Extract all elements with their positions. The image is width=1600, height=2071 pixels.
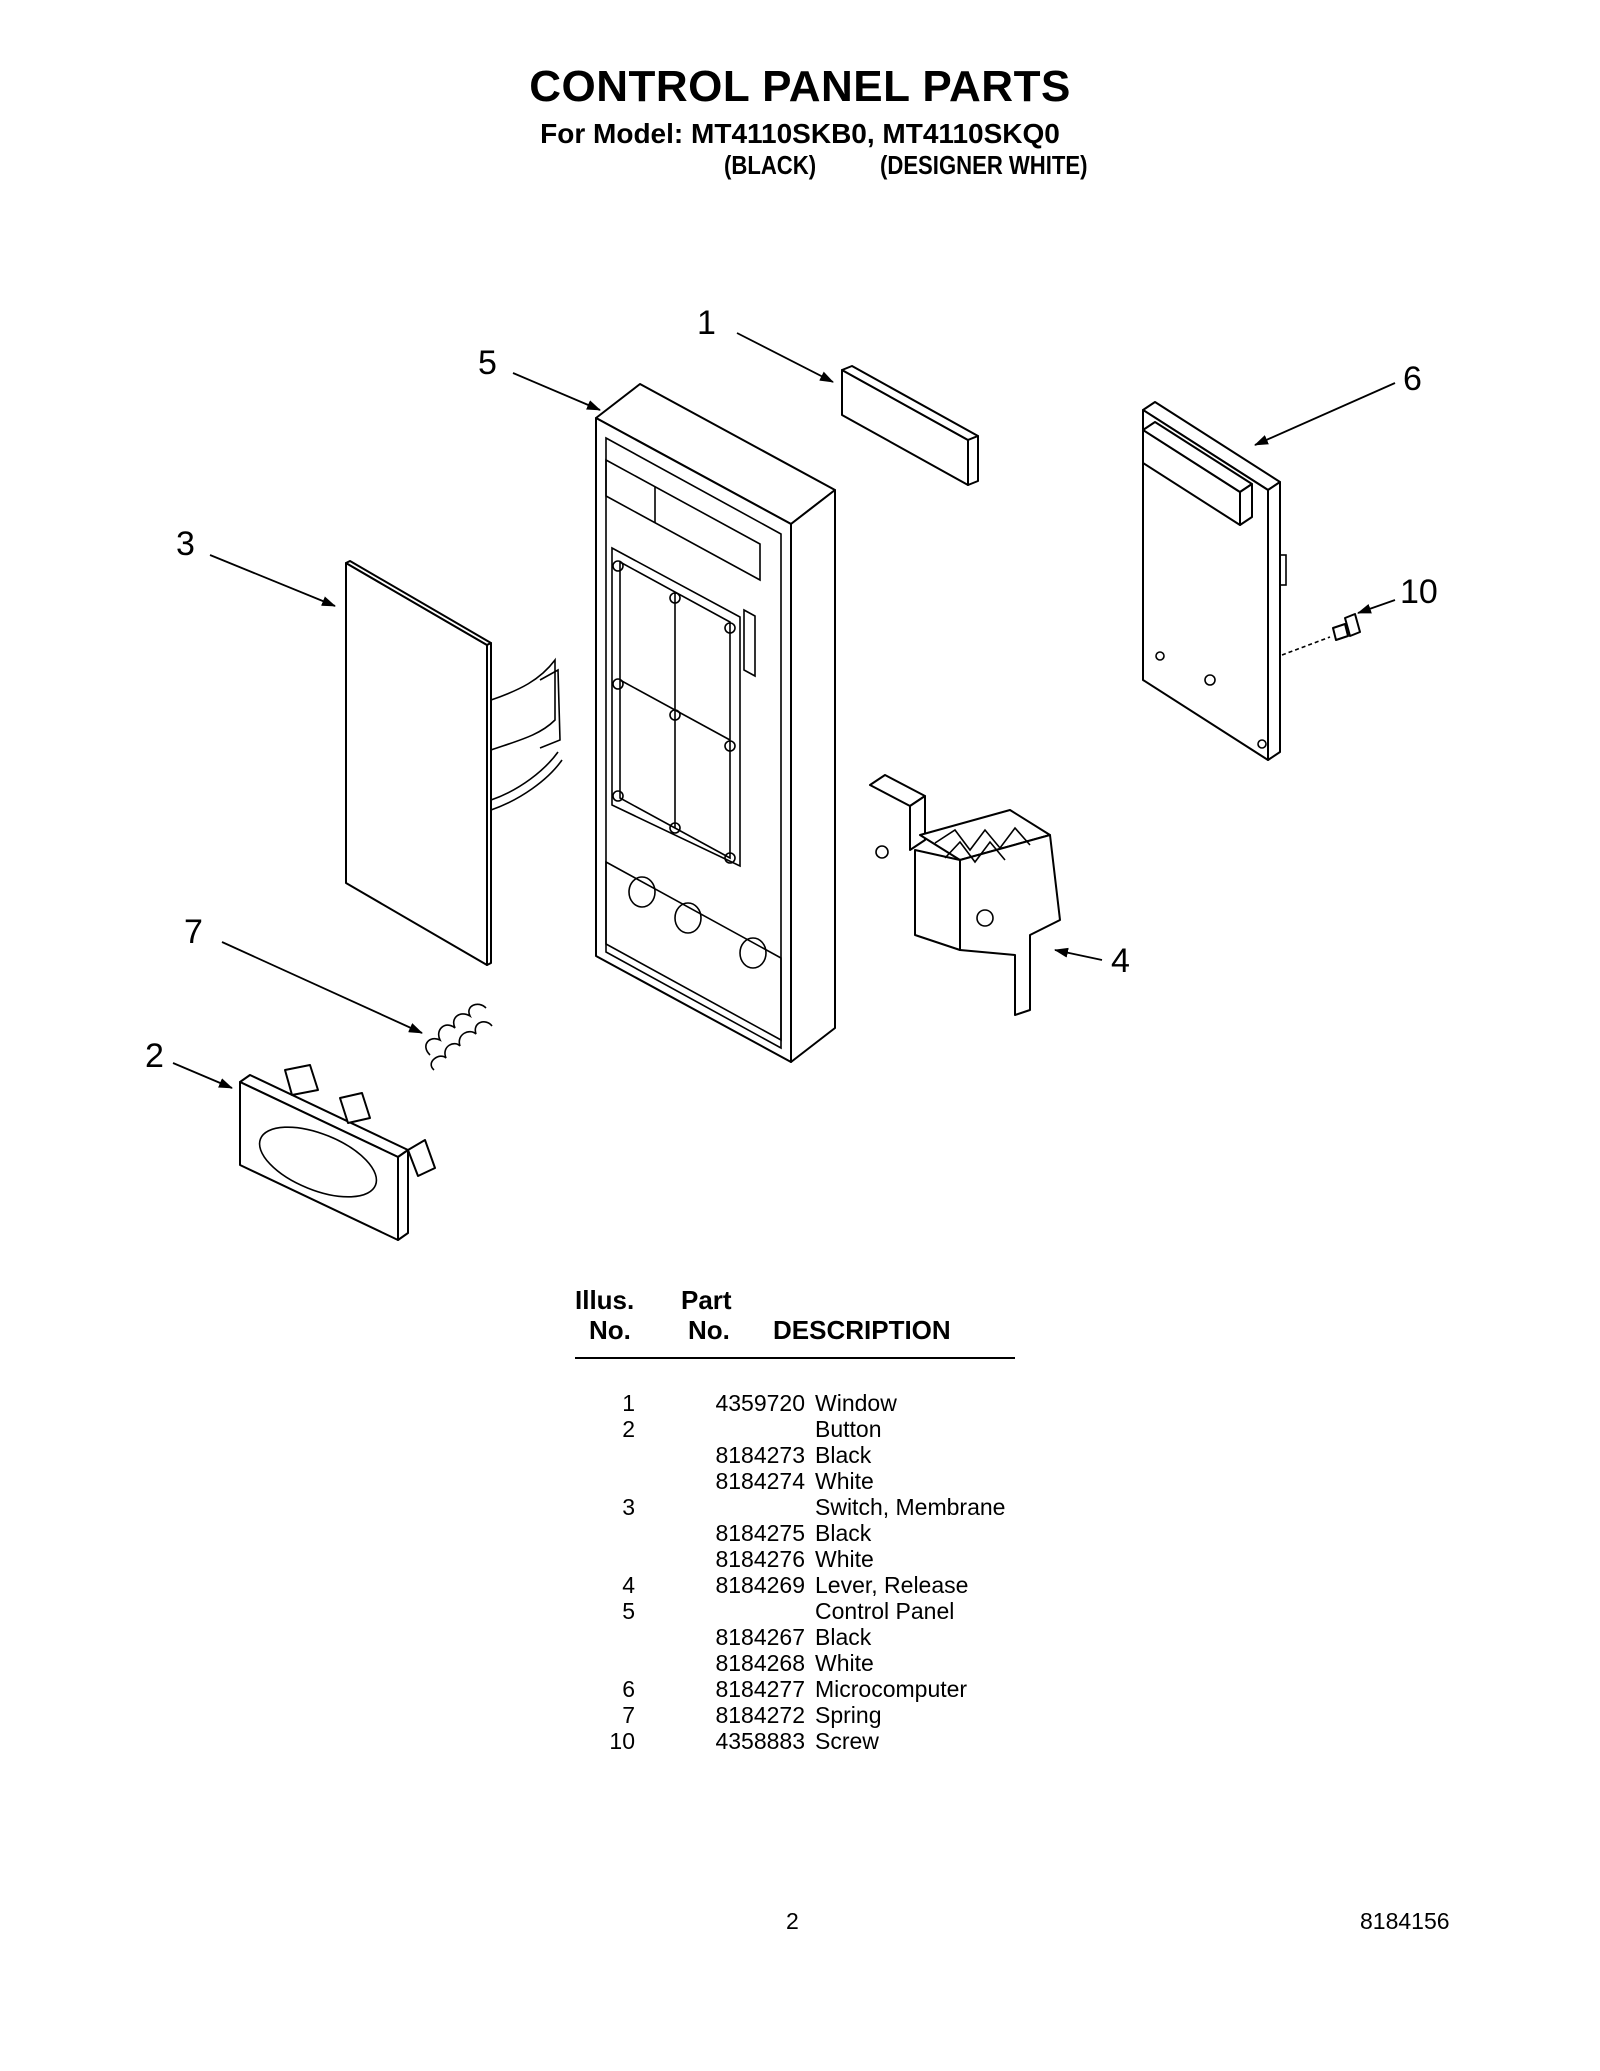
table-row: 8184275 Black — [575, 1520, 1015, 1546]
illus-cell: 6 — [622, 1676, 635, 1702]
desc-cell: Black — [815, 1520, 872, 1546]
illus-cell: 10 — [609, 1728, 635, 1754]
desc-cell: Control Panel — [815, 1598, 955, 1624]
document-number: 8184156 — [1360, 1908, 1450, 1934]
table-row: 4 8184269 Lever, Release — [575, 1572, 1015, 1598]
table-row: 5 Control Panel — [575, 1598, 1015, 1624]
part-cell: 8184272 — [715, 1702, 805, 1728]
table-row: 10 4358883 Screw — [575, 1728, 1015, 1754]
window-part — [841, 365, 979, 486]
release-lever-part — [869, 774, 1061, 1016]
table-row: 8184268 White — [575, 1650, 1015, 1676]
part-cell: 8184277 — [715, 1676, 805, 1702]
illus-cell: 1 — [622, 1390, 635, 1416]
desc-cell: Button — [815, 1416, 882, 1442]
callout-10: 10 — [1400, 573, 1438, 611]
desc-cell: Black — [815, 1624, 872, 1650]
table-row: 8184274 White — [575, 1468, 1015, 1494]
table-row: 2 Button — [575, 1416, 1015, 1442]
table-row: 7 8184272 Spring — [575, 1702, 1015, 1728]
spring-part — [425, 1003, 493, 1071]
table-row: 3 Switch, Membrane — [575, 1494, 1015, 1520]
desc-cell: Switch, Membrane — [815, 1494, 1006, 1520]
microcomputer-part — [1142, 401, 1287, 761]
part-cell: 8184274 — [715, 1468, 805, 1494]
desc-cell: White — [815, 1650, 874, 1676]
illus-cell: 5 — [622, 1598, 635, 1624]
callout-6: 6 — [1403, 360, 1422, 398]
part-cell: 8184276 — [715, 1546, 805, 1572]
part-cell: 8184268 — [715, 1650, 805, 1676]
page-number: 2 — [786, 1908, 799, 1934]
part-cell: 4358883 — [715, 1728, 805, 1754]
header-part-2: No. — [688, 1315, 730, 1345]
part-cell: 8184267 — [715, 1624, 805, 1650]
header-part-1: Part — [681, 1285, 732, 1315]
desc-cell: Black — [815, 1442, 872, 1468]
desc-cell: Window — [815, 1390, 897, 1416]
part-cell: 8184269 — [715, 1572, 805, 1598]
callout-2: 2 — [145, 1037, 164, 1075]
callout-5: 5 — [478, 344, 497, 382]
desc-cell: Screw — [815, 1728, 879, 1754]
model-black-label: (BLACK) — [724, 150, 817, 180]
callout-7: 7 — [184, 913, 203, 951]
page-title: CONTROL PANEL PARTS — [529, 62, 1071, 111]
part-cell: 4359720 — [715, 1390, 805, 1416]
model-subtitle: For Model: MT4110SKB0, MT4110SKQ0 — [540, 118, 1060, 149]
desc-cell: Lever, Release — [815, 1572, 969, 1598]
header-rule — [575, 1357, 1015, 1359]
screw-part — [1281, 613, 1361, 656]
exploded-parts-diagram: 1 5 6 3 10 7 4 2 — [145, 304, 1438, 1241]
control-panel-part — [595, 383, 836, 1063]
part-cell: 8184273 — [715, 1442, 805, 1468]
illus-cell: 7 — [622, 1702, 635, 1728]
part-cell: 8184275 — [715, 1520, 805, 1546]
callout-1: 1 — [697, 304, 716, 342]
header-illus-1: Illus. — [575, 1285, 635, 1315]
model-white-label: (DESIGNER WHITE) — [880, 150, 1088, 180]
illus-cell: 4 — [622, 1572, 635, 1598]
table-row: 8184273 Black — [575, 1442, 1015, 1468]
table-row: 6 8184277 Microcomputer — [575, 1676, 1015, 1702]
table-row: 1 4359720 Window — [575, 1390, 1015, 1416]
desc-cell: Microcomputer — [815, 1676, 968, 1702]
desc-cell: White — [815, 1546, 874, 1572]
table-row: 8184267 Black — [575, 1624, 1015, 1650]
callout-4: 4 — [1111, 942, 1130, 980]
table-row: 8184276 White — [575, 1546, 1015, 1572]
callout-3: 3 — [176, 525, 195, 563]
membrane-switch-part — [345, 560, 563, 966]
header-illus-2: No. — [589, 1315, 631, 1345]
illus-cell: 3 — [622, 1494, 635, 1520]
illus-cell: 2 — [622, 1416, 635, 1442]
button-part — [239, 1064, 436, 1241]
desc-cell: Spring — [815, 1702, 882, 1728]
desc-cell: White — [815, 1468, 874, 1494]
header-description: DESCRIPTION — [773, 1315, 951, 1345]
